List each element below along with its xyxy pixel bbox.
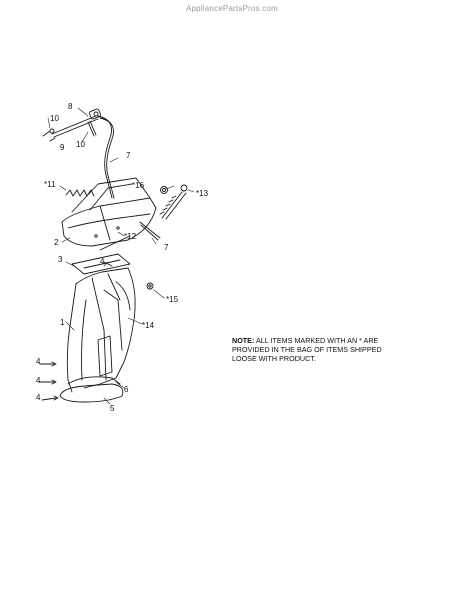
callout-1: 1 xyxy=(60,318,65,327)
callout-11: *11 xyxy=(44,180,56,189)
part-1-discharge-chute xyxy=(66,267,136,393)
callout-12: *12 xyxy=(124,232,137,241)
callout-8: 8 xyxy=(68,102,73,111)
callout-5: 5 xyxy=(110,404,115,413)
part-15-nut xyxy=(146,282,154,290)
part-10-spring-pin xyxy=(87,120,97,137)
part-5-base-plate xyxy=(59,383,124,403)
callout-2: 2 xyxy=(54,238,59,247)
part-14-flange xyxy=(115,281,131,311)
part-4-screws xyxy=(39,261,113,401)
callout-4-b: 4 xyxy=(36,376,41,385)
part-3-gasket xyxy=(71,253,131,275)
callout-4-a: 4 xyxy=(36,357,41,366)
note-label: NOTE: xyxy=(232,336,255,345)
watermark: AppliancePartsPros.com xyxy=(186,4,278,13)
callout-10-upper: 10 xyxy=(50,114,59,123)
callout-7-lower: 7 xyxy=(164,243,169,252)
callout-7-upper: 7 xyxy=(126,151,131,160)
callout-10-lower: 10 xyxy=(76,140,85,149)
part-8-linkage xyxy=(51,108,101,138)
callout-13: *13 xyxy=(196,189,209,198)
part-7-rod-lower xyxy=(139,221,161,241)
callout-6: 6 xyxy=(124,385,129,394)
part-12-pin xyxy=(99,235,131,251)
callout-16: *16 xyxy=(132,181,145,190)
part-6-ring xyxy=(67,376,121,385)
callout-15: *15 xyxy=(166,295,179,304)
part-16-nut xyxy=(160,186,168,194)
leader-lines xyxy=(47,107,195,405)
part-11-spring xyxy=(65,189,95,197)
callout-14: *14 xyxy=(142,321,155,330)
note-text: ALL ITEMS MARKED WITH AN * ARE PROVIDED … xyxy=(232,336,382,363)
callout-4-top: 4 xyxy=(100,257,105,266)
part-13-bolt xyxy=(159,184,188,220)
callout-9: 9 xyxy=(60,143,65,152)
part-7-control-rod xyxy=(97,115,115,199)
callout-4-c: 4 xyxy=(36,393,41,402)
part-9-bolt xyxy=(42,128,56,142)
callout-3: 3 xyxy=(58,255,63,264)
shipping-note: NOTE: ALL ITEMS MARKED WITH AN * ARE PRO… xyxy=(232,336,392,363)
